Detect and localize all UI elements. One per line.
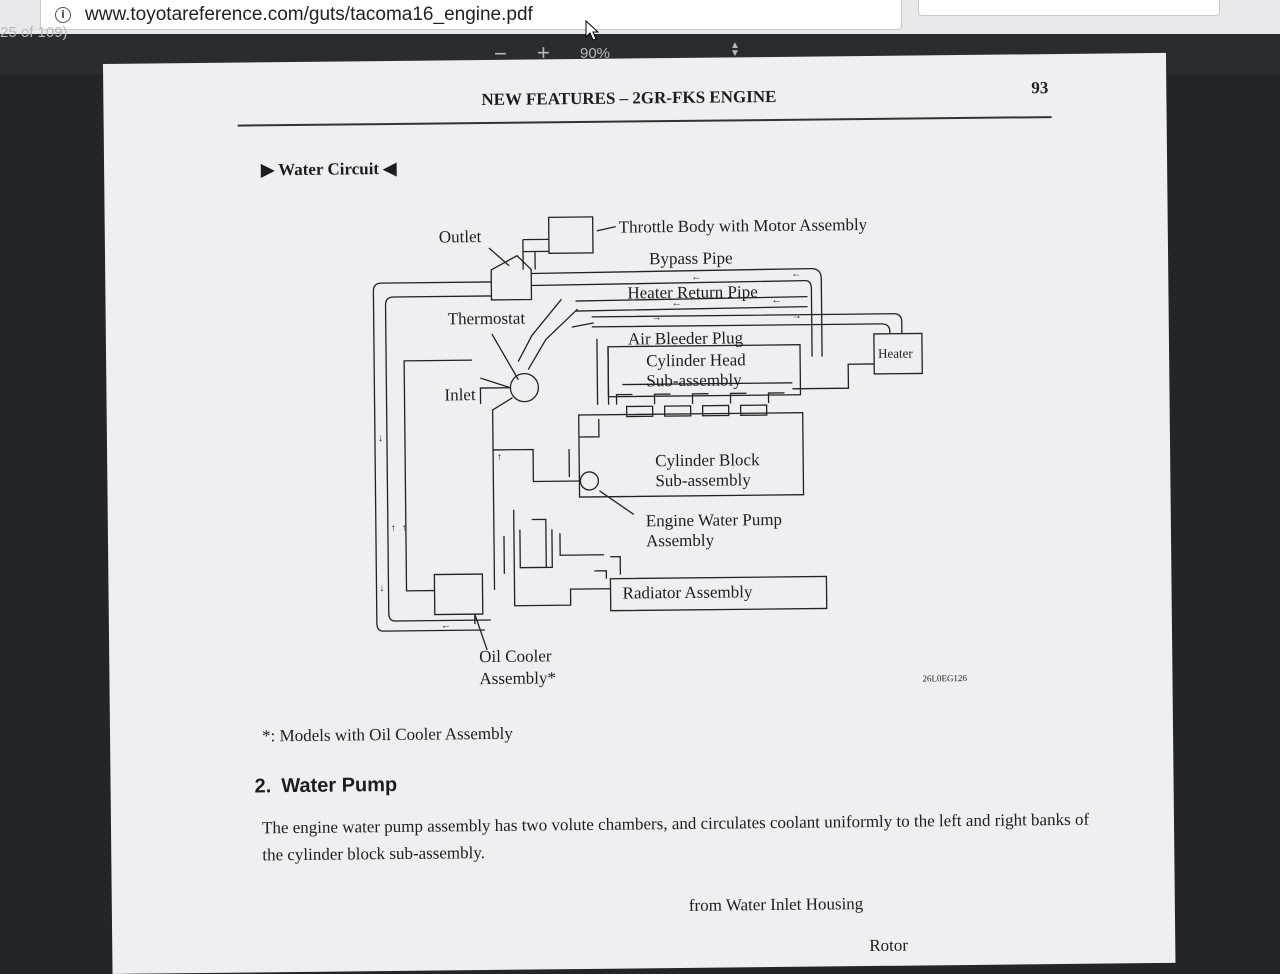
label-oil-cooler-1: Oil Cooler [479, 646, 552, 666]
svg-text:←: ← [671, 298, 681, 309]
search-field[interactable] [918, 0, 1220, 16]
pdf-page: NEW FEATURES – 2GR-FKS ENGINE 93 ▶ Water… [103, 52, 1176, 974]
svg-text:↓: ↓ [378, 433, 383, 444]
label-oil-cooler-2: Assembly* [479, 668, 556, 688]
svg-text:←: ← [771, 295, 781, 306]
svg-text:←: ← [441, 620, 451, 631]
label-air-bleeder-plug: Air Bleeder Plug [628, 328, 744, 348]
section-title-text: Water Circuit [278, 159, 380, 180]
water-circuit-diagram: ← ← ← ← → → ↓ ↓ ↑ ↑ ↑ ← Throttle Body with Mo… [372, 215, 923, 688]
triangle-right-icon: ▶ [261, 160, 275, 180]
zoom-level[interactable]: 90% [580, 45, 611, 62]
label-water-pump-2: Assembly [646, 531, 715, 551]
section-heading-text: Water Pump [281, 773, 398, 798]
page-number: 93 [1031, 78, 1049, 98]
label-radiator: Radiator Assembly [622, 582, 753, 602]
label-from-water-inlet-housing: from Water Inlet Housing [688, 894, 864, 915]
svg-text:↑: ↑ [497, 452, 502, 463]
svg-text:↑: ↑ [391, 523, 396, 534]
label-heater-return-pipe: Heater Return Pipe [627, 282, 757, 302]
url-text[interactable]: www.toyotareference.com/guts/tacoma16_en… [85, 4, 533, 25]
body-paragraph: The engine water pump assembly has two v… [261, 809, 1090, 865]
svg-text:→: → [792, 311, 802, 322]
label-cylinder-head-1: Cylinder Head [646, 350, 746, 370]
triangle-left-icon: ◀ [383, 158, 397, 179]
label-throttle-body: Throttle Body with Motor Assembly [619, 215, 868, 237]
zoom-in-button[interactable]: + [537, 40, 550, 65]
label-bypass-pipe: Bypass Pipe [649, 248, 733, 268]
page-count: 25 of 109) [0, 24, 68, 41]
label-cylinder-block-2: Sub-assembly [655, 470, 751, 490]
section-heading: 2. Water Pump [254, 774, 397, 798]
label-water-pump-1: Engine Water Pump [646, 510, 782, 530]
label-cylinder-block-1: Cylinder Block [655, 450, 760, 470]
label-outlet: Outlet [439, 227, 482, 246]
running-head: NEW FEATURES – 2GR-FKS ENGINE [481, 86, 777, 110]
svg-text:←: ← [791, 269, 801, 280]
address-bar[interactable]: i www.toyotareference.com/guts/tacoma16_… [40, 0, 902, 30]
svg-text:→: → [652, 312, 662, 323]
figure-code: 26L0EG126 [922, 672, 968, 684]
info-icon[interactable]: i [55, 7, 71, 23]
svg-text:←: ← [691, 272, 701, 283]
svg-text:↓: ↓ [379, 583, 384, 594]
header-rule [237, 116, 1052, 127]
mouse-cursor-icon [585, 20, 599, 41]
label-inlet: Inlet [444, 385, 476, 404]
section-heading-number: 2. [254, 775, 272, 798]
label-thermostat: Thermostat [448, 309, 526, 329]
updown-chevron-icon[interactable]: ▲▼ [730, 40, 740, 59]
browser-toolbar: i www.toyotareference.com/guts/tacoma16_… [0, 0, 1280, 34]
footnote: *: Models with Oil Cooler Assembly [261, 723, 513, 746]
section-title: ▶ Water Circuit ◀ [261, 159, 396, 180]
svg-text:↑: ↑ [402, 523, 407, 534]
label-rotor: Rotor [869, 935, 909, 956]
label-cylinder-head-2: Sub-assembly [646, 370, 742, 390]
label-heater: Heater [878, 346, 913, 361]
